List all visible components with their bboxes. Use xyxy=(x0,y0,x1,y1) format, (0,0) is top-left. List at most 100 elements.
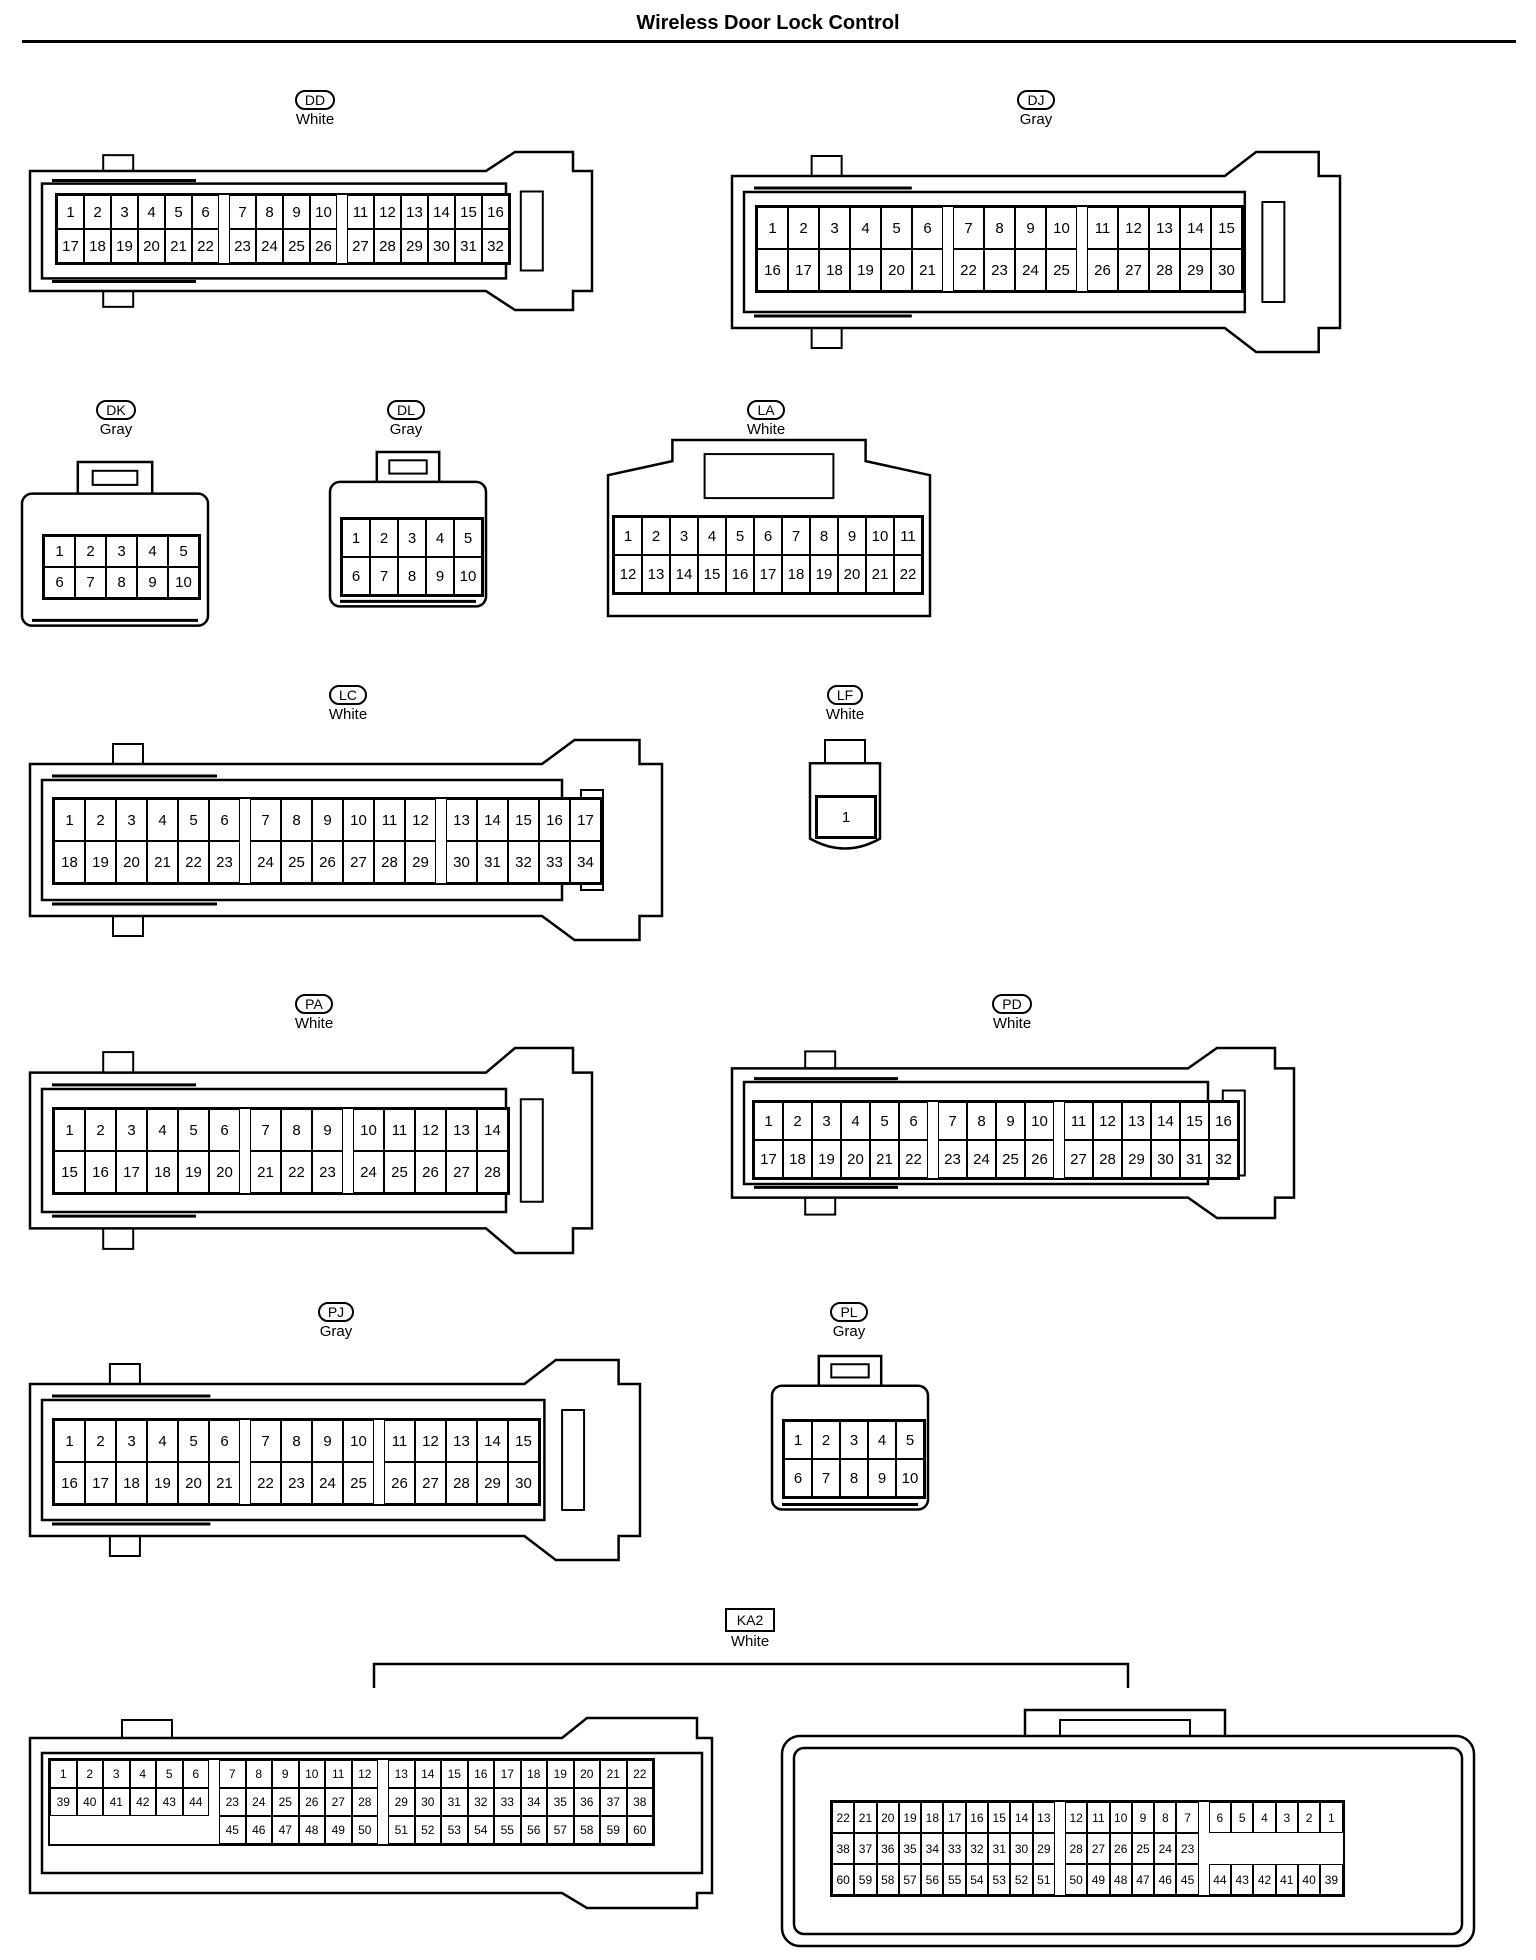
pin-12: 12 xyxy=(374,195,401,229)
pin-9: 9 xyxy=(426,557,454,595)
pin-46: 46 xyxy=(245,1816,272,1844)
pin-17: 17 xyxy=(754,555,782,593)
pin-14: 14 xyxy=(670,555,698,593)
pin-2: 2 xyxy=(370,519,398,557)
pin-gap xyxy=(1054,1802,1065,1833)
pin-40: 40 xyxy=(76,1788,103,1816)
pin-28: 28 xyxy=(477,1151,508,1193)
pin-11: 11 xyxy=(384,1109,415,1151)
pin-32: 32 xyxy=(508,841,539,883)
pin-2: 2 xyxy=(85,799,116,841)
pin-20: 20 xyxy=(838,555,866,593)
pin-37: 37 xyxy=(600,1788,627,1816)
pin-1: 1 xyxy=(44,536,75,567)
pin-14: 14 xyxy=(477,1420,508,1462)
pin-36: 36 xyxy=(573,1788,600,1816)
pin-14: 14 xyxy=(414,1760,441,1788)
pin-15: 15 xyxy=(508,799,539,841)
pin-11: 11 xyxy=(374,799,405,841)
pin-8: 8 xyxy=(810,517,838,555)
pin-36: 36 xyxy=(876,1833,899,1864)
pin-47: 47 xyxy=(272,1816,299,1844)
pin-12: 12 xyxy=(1064,1802,1088,1833)
pin-3: 3 xyxy=(812,1102,841,1140)
pin-8: 8 xyxy=(840,1459,868,1497)
pin-9: 9 xyxy=(1131,1802,1155,1833)
pin-30: 30 xyxy=(1010,1833,1033,1864)
pin-1: 1 xyxy=(54,1420,85,1462)
pin-24: 24 xyxy=(250,841,281,883)
pin-13: 13 xyxy=(1149,207,1180,249)
pin-5: 5 xyxy=(156,1760,183,1788)
pin-24: 24 xyxy=(256,229,283,263)
pin-gap xyxy=(209,1816,219,1844)
pin-52: 52 xyxy=(414,1816,441,1844)
connector-code-pj: PJ xyxy=(317,1302,355,1322)
pin-5: 5 xyxy=(178,1109,209,1151)
pin-50: 50 xyxy=(1064,1864,1088,1895)
pin-gap xyxy=(374,1462,384,1504)
pin-1: 1 xyxy=(754,1102,783,1140)
pin-4: 4 xyxy=(147,1109,178,1151)
pin-5: 5 xyxy=(165,195,192,229)
pin-30: 30 xyxy=(446,841,477,883)
pin-41: 41 xyxy=(103,1788,130,1816)
connector-color: Gray xyxy=(832,1323,866,1340)
pin-6: 6 xyxy=(44,567,75,598)
pin-14: 14 xyxy=(477,1109,508,1151)
pin-gap xyxy=(1231,1833,1254,1864)
pin-29: 29 xyxy=(1180,249,1211,291)
pin-17: 17 xyxy=(494,1760,521,1788)
pin-gap xyxy=(343,1151,353,1193)
pin-24: 24 xyxy=(353,1151,384,1193)
pin-21: 21 xyxy=(250,1151,281,1193)
pin-45: 45 xyxy=(1176,1864,1199,1895)
pin-19: 19 xyxy=(178,1151,209,1193)
pin-gap xyxy=(209,1760,219,1788)
pin-6: 6 xyxy=(209,799,240,841)
pin-1: 1 xyxy=(57,195,84,229)
pin-5: 5 xyxy=(178,799,209,841)
pin-31: 31 xyxy=(988,1833,1011,1864)
pin-8: 8 xyxy=(281,799,312,841)
pin-6: 6 xyxy=(754,517,782,555)
pin-42: 42 xyxy=(129,1788,156,1816)
pin-30: 30 xyxy=(428,229,455,263)
pin-gap xyxy=(240,841,250,883)
pin-5: 5 xyxy=(454,519,482,557)
pin-18: 18 xyxy=(782,555,810,593)
pin-6: 6 xyxy=(182,1760,209,1788)
pin-13: 13 xyxy=(401,195,428,229)
pin-31: 31 xyxy=(441,1788,468,1816)
pin-51: 51 xyxy=(1032,1864,1055,1895)
pin-10: 10 xyxy=(168,567,199,598)
pin-6: 6 xyxy=(1208,1802,1232,1833)
pin-14: 14 xyxy=(1180,207,1211,249)
pin-43: 43 xyxy=(1231,1864,1254,1895)
pin-11: 11 xyxy=(347,195,374,229)
pin-23: 23 xyxy=(281,1462,312,1504)
pin-12: 12 xyxy=(415,1109,446,1151)
ka2-bracket xyxy=(372,1662,1130,1688)
pin-28: 28 xyxy=(446,1462,477,1504)
pin-19: 19 xyxy=(85,841,116,883)
pin-8: 8 xyxy=(984,207,1015,249)
pin-9: 9 xyxy=(1015,207,1046,249)
pin-gap xyxy=(1320,1833,1343,1864)
pin-gap xyxy=(1208,1833,1232,1864)
pin-7: 7 xyxy=(782,517,810,555)
pin-2: 2 xyxy=(75,536,106,567)
pin-13: 13 xyxy=(446,799,477,841)
pin-23: 23 xyxy=(938,1140,967,1178)
pin-18: 18 xyxy=(921,1802,944,1833)
pin-11: 11 xyxy=(384,1420,415,1462)
pin-2: 2 xyxy=(76,1760,103,1788)
pin-7: 7 xyxy=(219,1760,246,1788)
pin-11: 11 xyxy=(1087,207,1118,249)
